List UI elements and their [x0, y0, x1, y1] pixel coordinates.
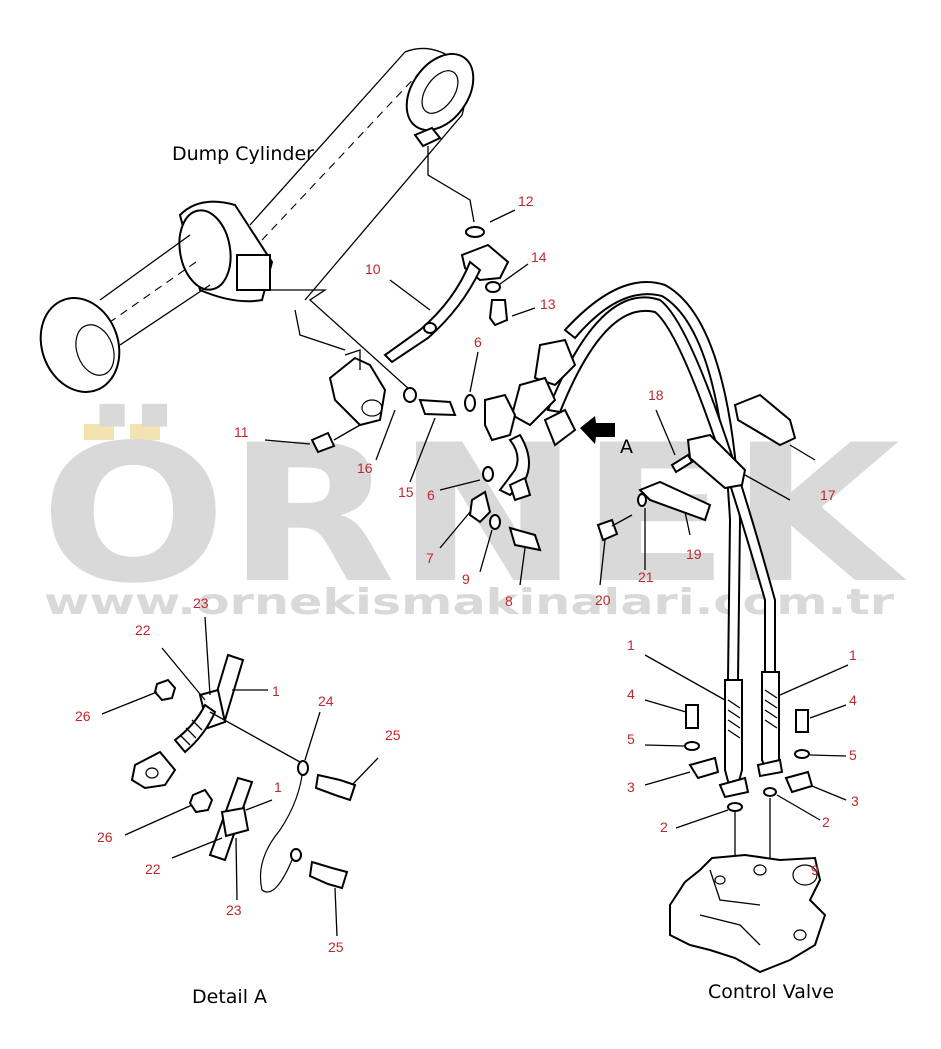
callout-2-left: 2: [660, 819, 668, 835]
washer-16: [403, 387, 417, 403]
callout-9-valve: 9: [811, 862, 819, 878]
oring-2-right: [763, 787, 777, 797]
title-detail-a: Detail A: [192, 986, 267, 1008]
flange-3-right: [784, 770, 814, 794]
callout-19: 19: [686, 546, 702, 562]
callout-7: 7: [426, 550, 434, 566]
fitting-right: [761, 671, 780, 771]
oring-6b: [482, 466, 494, 482]
callout-4-right: 4: [849, 692, 857, 708]
clamp-17a: [733, 393, 797, 447]
callout-4-left: 4: [627, 686, 635, 702]
valve-body: [669, 853, 827, 974]
callout-3-right: 3: [851, 793, 859, 809]
callout-17: 17: [820, 487, 836, 503]
oring-12: [465, 226, 485, 238]
bolt-25-lower: [308, 860, 349, 890]
callout-3-left: 3: [627, 779, 635, 795]
callout-10: 10: [365, 261, 381, 277]
callout-24: 24: [318, 693, 334, 709]
cable-24: [259, 767, 304, 893]
tube-10: [383, 260, 482, 364]
callout-21: 21: [638, 569, 654, 585]
callout-23-lower: 23: [226, 902, 242, 918]
callout-18: 18: [648, 387, 664, 403]
washer-5-right: [794, 749, 810, 759]
tube-assembly-upper: [310, 226, 510, 482]
callout-2-right: 2: [822, 814, 830, 830]
bolt-4-right: [795, 709, 809, 733]
view-letter-a: A: [620, 436, 633, 458]
callout-1-detail-upper: 1: [272, 683, 280, 699]
control-valve: [669, 671, 827, 974]
callout-6b: 6: [427, 487, 435, 503]
callout-16: 16: [357, 460, 373, 476]
callout-6a: 6: [474, 334, 482, 350]
callout-13: 13: [540, 296, 556, 312]
bolt-8: [508, 526, 542, 552]
bolt-4-left: [685, 704, 699, 729]
washer-5-left: [684, 741, 700, 751]
washer-21: [637, 493, 647, 507]
detail-a: [130, 653, 357, 893]
callout-5-left: 5: [627, 731, 635, 747]
view-a-arrow: [580, 416, 615, 444]
washer-14: [485, 281, 501, 293]
title-control-valve: Control Valve: [708, 981, 834, 1003]
oring-6a: [464, 394, 476, 412]
pin-18: [670, 453, 694, 474]
bolt-15: [418, 398, 457, 417]
bolt-25-upper: [314, 773, 357, 802]
callout-20: 20: [595, 592, 611, 608]
callout-9: 9: [462, 571, 470, 587]
bolt-13: [488, 299, 509, 327]
callout-23-top: 23: [193, 595, 209, 611]
callout-26-upper: 26: [75, 708, 91, 724]
nut-26-lower: [188, 788, 214, 814]
callout-14: 14: [531, 249, 547, 265]
flange-3-left: [688, 756, 720, 780]
callout-26-lower: 26: [97, 829, 113, 845]
dump-cylinder: [39, 47, 475, 393]
washer-9: [489, 514, 501, 530]
callout-1-cv-right: 1: [849, 647, 857, 663]
oring-2-left: [727, 802, 743, 812]
callout-12: 12: [518, 193, 534, 209]
callout-22-top: 22: [135, 622, 151, 638]
bolt-20: [596, 518, 619, 542]
watermark-url: www.ornekismakinalari.com.tr: [44, 582, 894, 623]
leader-lines: [101, 209, 849, 937]
watermark-dot-1: [84, 424, 114, 440]
callout-1-detail-lower: 1: [274, 779, 282, 795]
fitting-left: [724, 679, 743, 786]
watermark-dot-2: [130, 424, 160, 440]
callout-8: 8: [505, 593, 513, 609]
plug-11: [310, 431, 336, 454]
callouts: 12 14 10 13 6 18 11 16 6 15 17 19 7 9 21…: [75, 193, 859, 955]
title-dump-cylinder: Dump Cylinder: [172, 143, 314, 165]
callout-11: 11: [234, 424, 249, 440]
callout-25-upper: 25: [385, 727, 401, 743]
clamp-assembly: [596, 393, 816, 542]
plate-19: [638, 480, 712, 522]
callout-22-lower: 22: [145, 861, 161, 877]
callout-15: 15: [398, 484, 414, 500]
callout-1-cv-left: 1: [627, 637, 635, 653]
callout-25-lower: 25: [328, 939, 344, 955]
callout-5-right: 5: [849, 747, 857, 763]
nut-26-upper: [153, 678, 177, 702]
